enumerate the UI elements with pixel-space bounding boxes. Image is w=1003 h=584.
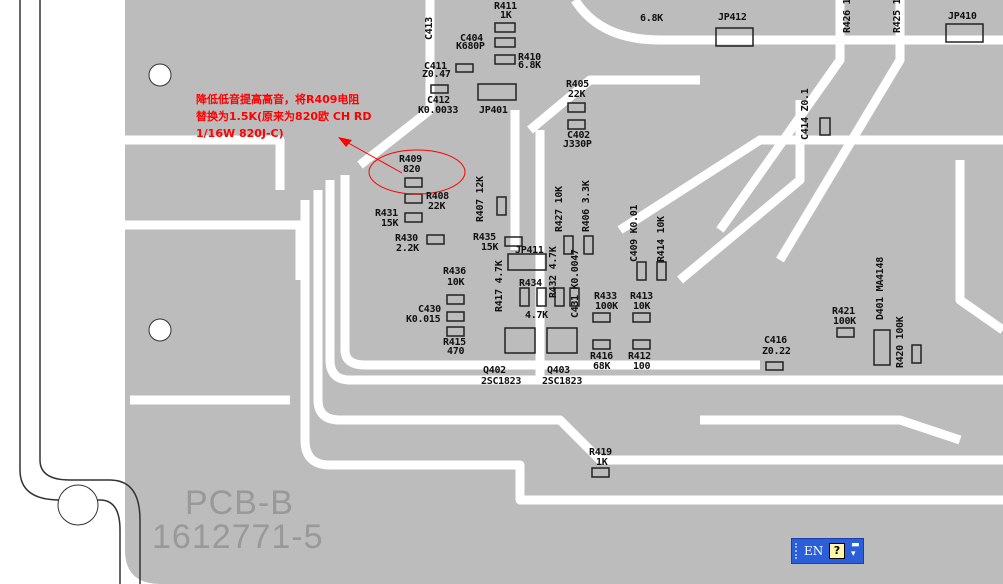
component-label: R430 <box>395 233 418 244</box>
component-label: R413 <box>630 291 653 302</box>
component-label: C416 <box>764 335 787 346</box>
component-label: JP410 <box>948 11 977 22</box>
component-label: C402 <box>567 130 590 141</box>
component-label: J330P <box>563 139 592 150</box>
component-label: R425 100 <box>892 0 903 33</box>
component-label: R419 <box>589 447 612 458</box>
component-label: R436 <box>443 266 466 277</box>
component-label: JP412 <box>718 12 747 23</box>
component-label: R416 <box>590 351 613 362</box>
red-annotation: 降低低音提高高音，将R409电阻 替换为1.5K(原来为820欧 CH RD 1… <box>196 91 372 142</box>
component-label: R414 10K <box>656 216 667 262</box>
drag-handle-icon[interactable] <box>795 543 799 559</box>
component-label: R410 <box>518 52 541 63</box>
component-label: 15K <box>381 218 399 229</box>
component-label: R426 100 <box>842 0 853 33</box>
component-label: R406 3.3K <box>581 180 592 233</box>
component-label: Z0.47 <box>422 69 451 80</box>
component-label: 2SC1823 <box>542 376 583 387</box>
component-label: 10K <box>633 301 651 312</box>
component-label: 100 <box>633 361 651 372</box>
component-label: 6.8K <box>640 13 663 24</box>
component-label: C413 <box>424 17 435 40</box>
component-label: R407 12K <box>475 176 486 222</box>
component-label: C411 <box>424 61 447 72</box>
component-label: R417 4.7K <box>494 260 505 313</box>
component-label: JP411 <box>515 245 544 256</box>
component-label: C412 <box>427 95 450 106</box>
component-label: R408 <box>426 191 449 202</box>
component-label: 1K <box>500 10 512 21</box>
component-label: 100K <box>833 316 856 327</box>
component-label: R411 <box>494 1 517 12</box>
component-label: R431 <box>375 208 398 219</box>
component-label: R434 <box>519 278 542 289</box>
component-label: C431 K0.0047 <box>570 249 581 318</box>
annotation-line: 降低低音提高高音，将R409电阻 <box>196 93 360 106</box>
component-label: C414 Z0.1 <box>800 88 811 141</box>
component-label: 22K <box>568 89 586 100</box>
component-label: 470 <box>447 346 465 357</box>
component-label: C404 <box>460 33 483 44</box>
component-label: 6.8K <box>518 60 541 71</box>
component-label: R409 <box>399 154 422 165</box>
component-label: Z0.22 <box>762 346 791 357</box>
component-label: 1K <box>596 457 608 468</box>
component-label: K680P <box>456 41 485 52</box>
component-label: 100K <box>595 301 618 312</box>
component-label: K0.0033 <box>418 105 459 116</box>
component-label: Q402 <box>483 365 506 376</box>
component-label: R427 10K <box>554 186 565 232</box>
component-label: C409 K0.01 <box>629 204 640 262</box>
component-label: R412 <box>628 351 651 362</box>
component-label: R405 <box>566 79 589 90</box>
annotation-line: 替换为1.5K(原来为820欧 CH RD <box>196 110 372 123</box>
pcb-part-number: 1612771-5 <box>152 518 324 556</box>
component-label: JP401 <box>479 105 508 116</box>
component-label: K0.015 <box>406 314 441 325</box>
component-label: R432 4.7K <box>548 246 559 299</box>
language-bar[interactable]: EN ? ▬▾ <box>791 538 864 564</box>
component-label: R435 <box>473 232 496 243</box>
component-label: R433 <box>594 291 617 302</box>
options-menu-icon[interactable]: ▬▾ <box>851 540 860 559</box>
component-label: 10K <box>447 277 465 288</box>
component-label: 4.7K <box>525 310 548 321</box>
component-label: 820 <box>403 164 421 175</box>
component-label: 22K <box>428 201 446 212</box>
component-label: R421 <box>832 306 855 317</box>
component-label: 68K <box>593 361 611 372</box>
component-label: 2.2K <box>396 243 419 254</box>
component-label: D401 MA4148 <box>875 257 886 320</box>
annotation-line: 1/16W 820J-C) <box>196 127 284 140</box>
component-label: R415 <box>443 337 466 348</box>
component-label: R420 100K <box>895 316 906 369</box>
component-label: 15K <box>481 242 499 253</box>
help-icon[interactable]: ? <box>829 543 845 559</box>
component-label: C430 <box>418 304 441 315</box>
language-indicator[interactable]: EN <box>804 544 824 558</box>
pcb-title: PCB-B <box>185 484 294 522</box>
component-label: 2SC1823 <box>481 376 522 387</box>
component-label: Q403 <box>547 365 570 376</box>
